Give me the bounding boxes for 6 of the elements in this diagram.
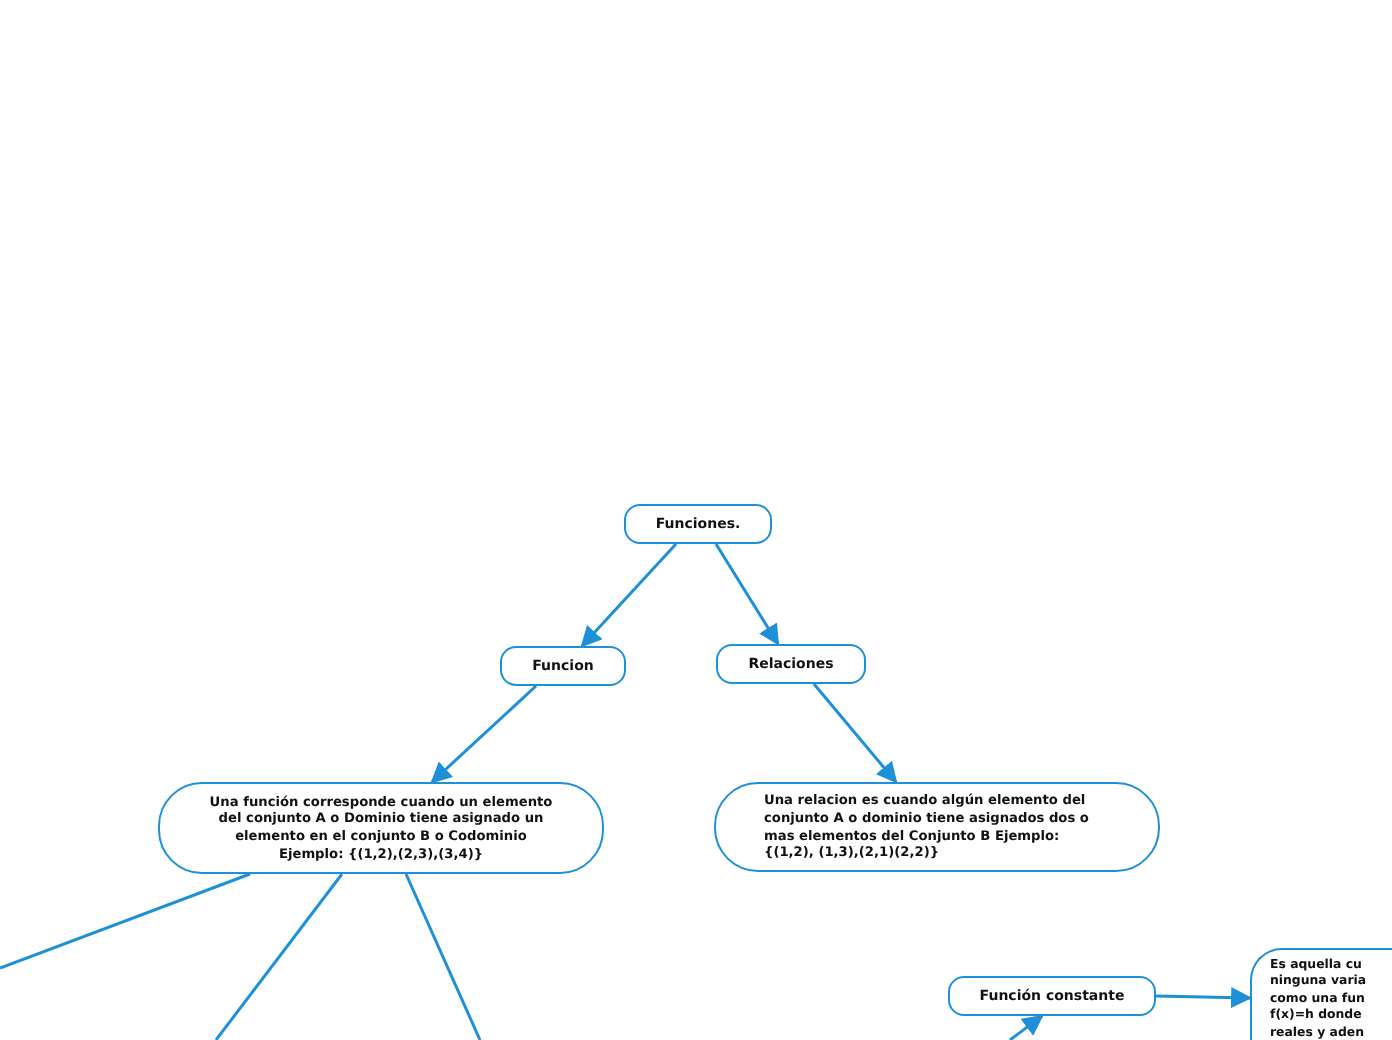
arrow [1155,987,1253,1009]
arrow [430,684,537,784]
arrow [580,543,678,648]
arrow [812,683,898,784]
arrow [714,543,780,646]
arrow [1009,1014,1044,1040]
